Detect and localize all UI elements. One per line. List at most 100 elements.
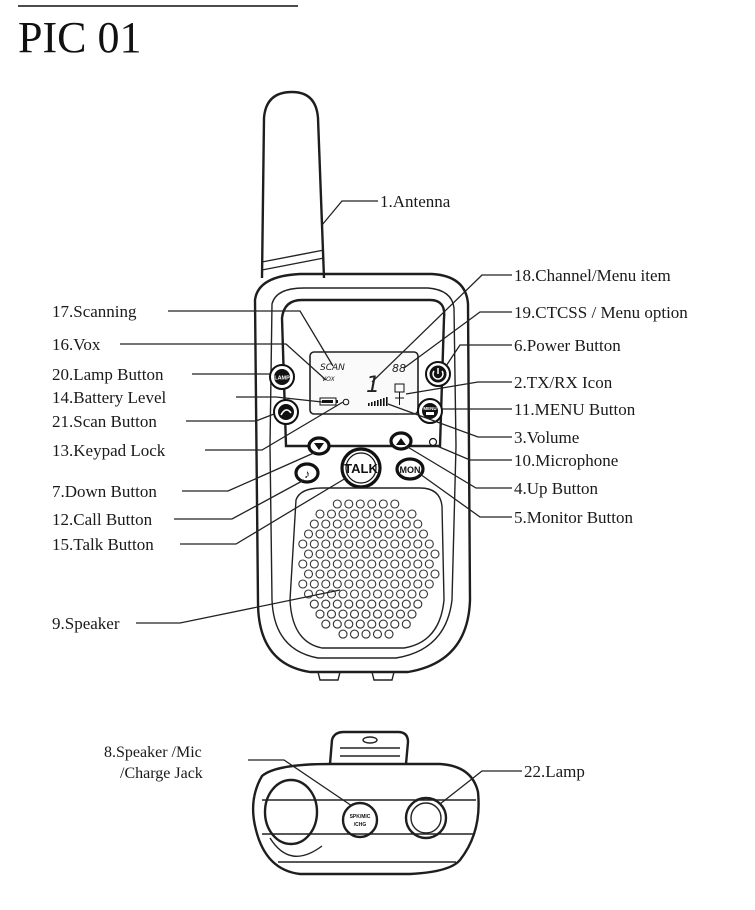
label-power-button: 6.Power Button xyxy=(514,336,621,355)
label-lamp: 22.Lamp xyxy=(524,762,585,781)
label-up-button: 4.Up Button xyxy=(514,479,599,498)
speaker-hole xyxy=(395,609,406,619)
speaker-hole xyxy=(338,589,348,599)
speaker-hole xyxy=(367,519,377,529)
speaker-hole xyxy=(326,609,337,619)
label-speaker-mic-line2: /Charge Jack xyxy=(120,765,203,782)
monitor-button[interactable]: MON xyxy=(395,457,425,481)
label-menu-button: 11.MENU Button xyxy=(514,400,636,419)
label-channel-menu-item: 18.Channel/Menu item xyxy=(514,266,671,285)
speaker-hole xyxy=(326,509,337,519)
label-speaker: 9.Speaker xyxy=(52,614,120,633)
speaker-hole xyxy=(355,599,365,609)
speaker-hole xyxy=(355,539,365,549)
speaker-hole xyxy=(303,549,314,559)
scan-button[interactable] xyxy=(273,399,299,425)
speaker-hole xyxy=(321,599,331,609)
speaker-hole xyxy=(378,539,388,549)
jack-text-2: /CHG xyxy=(354,822,367,828)
speaker-hole xyxy=(309,579,319,589)
speaker-hole xyxy=(338,629,348,639)
speaker-hole xyxy=(349,609,360,619)
speaker-hole xyxy=(326,549,337,559)
label-speaker-mic-line1: 8.Speaker /Mic xyxy=(104,744,202,761)
lamp xyxy=(404,796,448,840)
speaker-hole xyxy=(349,509,360,519)
down-button[interactable] xyxy=(307,436,331,456)
speaker-hole xyxy=(372,509,383,519)
jack-text-1: SPK/MIC xyxy=(350,814,371,820)
speaker-hole xyxy=(315,509,325,519)
speaker-hole xyxy=(390,599,400,609)
speaker-hole xyxy=(321,519,331,529)
speaker-hole xyxy=(361,629,371,639)
speaker-hole xyxy=(401,559,411,569)
power-button[interactable] xyxy=(425,361,451,387)
speaker-hole xyxy=(395,569,406,579)
speaker-hole xyxy=(384,549,394,559)
speaker-hole xyxy=(395,529,406,539)
speaker-hole xyxy=(413,599,423,609)
speaker-hole xyxy=(384,509,394,519)
speaker-hole xyxy=(378,499,388,509)
speaker-hole xyxy=(338,569,348,579)
radio-body xyxy=(253,272,472,681)
speaker-hole xyxy=(298,539,308,549)
speaker-hole xyxy=(372,629,383,639)
speaker-hole xyxy=(401,539,411,549)
call-button[interactable]: ♪ xyxy=(294,462,320,484)
speaker-hole xyxy=(424,559,434,569)
menu-button[interactable]: MENU xyxy=(417,398,443,424)
speaker-hole xyxy=(326,589,337,599)
page-title: PIC 01 xyxy=(18,13,141,62)
label-scan-button: 21.Scan Button xyxy=(52,412,157,431)
speaker-hole xyxy=(367,599,377,609)
speaker-hole xyxy=(332,619,342,629)
speaker-hole xyxy=(424,579,434,589)
speaker-hole xyxy=(418,569,429,579)
speaker-hole xyxy=(344,519,354,529)
speaker-hole xyxy=(321,579,331,589)
antenna xyxy=(260,90,326,279)
speaker-hole xyxy=(303,569,314,579)
label-tx-rx-icon: 2.TX/RX Icon xyxy=(514,373,613,392)
speaker-hole xyxy=(332,539,342,549)
lamp-button[interactable]: LAMP xyxy=(269,364,295,390)
microphone-hole xyxy=(428,437,438,447)
monitor-button-text: MON xyxy=(400,465,421,475)
speaker-hole xyxy=(355,619,365,629)
speaker-hole xyxy=(326,569,337,579)
label-scanning: 17.Scanning xyxy=(52,302,137,321)
callout-labels: 1.Antenna 18.Channel/Menu item 19.CTCSS … xyxy=(52,192,688,782)
speaker-hole xyxy=(309,559,319,569)
speaker-hole xyxy=(309,519,319,529)
speaker-hole xyxy=(315,609,325,619)
speaker-hole xyxy=(413,539,423,549)
speaker-hole xyxy=(384,569,394,579)
label-keypad-lock: 13.Keypad Lock xyxy=(52,441,166,460)
speaker-hole xyxy=(315,569,325,579)
speaker-hole xyxy=(384,609,394,619)
speaker-hole xyxy=(361,509,371,519)
up-button[interactable] xyxy=(389,431,413,451)
speaker-hole xyxy=(367,579,377,589)
speaker-hole xyxy=(418,529,429,539)
speaker-hole xyxy=(407,589,417,599)
speaker-hole xyxy=(390,519,400,529)
speaker-hole xyxy=(355,559,365,569)
speaker-hole xyxy=(361,609,371,619)
battery-level-icon xyxy=(319,397,338,406)
speaker-hole xyxy=(321,619,331,629)
svg-text:♪: ♪ xyxy=(304,467,310,481)
talk-button-text: TALK xyxy=(344,461,378,476)
speaker-hole xyxy=(413,559,423,569)
talk-button[interactable]: TALK xyxy=(340,447,382,489)
speaker-hole xyxy=(390,619,400,629)
speaker-hole xyxy=(344,539,354,549)
speaker-hole xyxy=(344,619,354,629)
speaker-hole xyxy=(332,519,342,529)
speaker-hole xyxy=(407,609,417,619)
speaker-hole xyxy=(390,539,400,549)
speaker-mic-charge-jack[interactable]: SPK/MIC /CHG xyxy=(341,801,379,839)
